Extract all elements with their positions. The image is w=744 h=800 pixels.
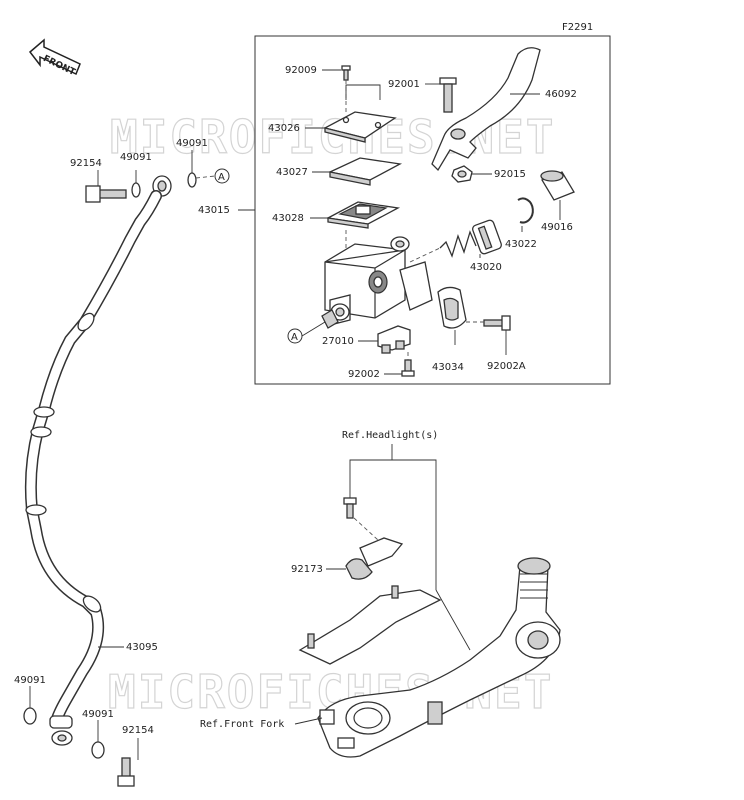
washer-49091-d bbox=[91, 741, 105, 759]
nut-92015 bbox=[451, 165, 473, 183]
brake-switch-27010 bbox=[377, 325, 411, 354]
label-92001: 92001 bbox=[388, 79, 420, 90]
label-92173: 92173 bbox=[291, 564, 323, 575]
label-46092: 46092 bbox=[545, 89, 577, 100]
steering-stem-lower-clamp bbox=[317, 557, 561, 758]
label-27010: 27010 bbox=[322, 336, 354, 347]
screw-92002 bbox=[401, 359, 415, 377]
front-arrow-icon: FRONT bbox=[28, 38, 81, 78]
callout-a-box: A bbox=[291, 332, 298, 343]
boot-49016 bbox=[540, 170, 575, 201]
label-43028: 43028 bbox=[272, 213, 304, 224]
clip-92173 bbox=[345, 537, 404, 580]
washer-49091-c bbox=[23, 707, 37, 725]
label-49091-b: 49091 bbox=[176, 138, 208, 149]
label-43095: 43095 bbox=[126, 642, 158, 653]
screw-92009 bbox=[341, 65, 351, 81]
brake-hose-43095 bbox=[24, 175, 172, 746]
label-43020: 43020 bbox=[470, 262, 502, 273]
diaphragm-43028 bbox=[325, 201, 401, 229]
washer-49091-b bbox=[187, 172, 197, 188]
label-49091-a: 49091 bbox=[120, 152, 152, 163]
master-cylinder-body bbox=[321, 236, 433, 329]
diaphragm-plate-43027 bbox=[327, 157, 403, 186]
label-43026: 43026 bbox=[268, 123, 300, 134]
banjo-bolt-92154-top bbox=[85, 185, 127, 203]
label-43022: 43022 bbox=[505, 239, 537, 250]
label-43034: 43034 bbox=[432, 362, 464, 373]
label-43027: 43027 bbox=[276, 167, 308, 178]
diagram-code: F2291 bbox=[562, 22, 593, 33]
label-92015: 92015 bbox=[494, 169, 526, 180]
label-43015: 43015 bbox=[198, 205, 230, 216]
pivot-bolt-92001 bbox=[439, 77, 457, 113]
washer-49091-a bbox=[131, 182, 141, 198]
label-92154-top: 92154 bbox=[70, 158, 102, 169]
callout-a-hose: A bbox=[218, 172, 225, 183]
headlight-bracket-plate bbox=[298, 585, 442, 665]
label-92009: 92009 bbox=[285, 65, 317, 76]
bolt-headlight-bracket bbox=[343, 497, 357, 519]
banjo-bolt-92154-bottom bbox=[117, 757, 135, 787]
label-92154-bottom: 92154 bbox=[122, 725, 154, 736]
clamp-43034 bbox=[437, 286, 467, 329]
label-92002A: 92002A bbox=[487, 361, 526, 372]
ref-front-fork: Ref.Front Fork bbox=[200, 719, 284, 730]
label-49016: 49016 bbox=[541, 222, 573, 233]
piston-43020 bbox=[439, 219, 502, 258]
label-92002: 92002 bbox=[348, 369, 380, 380]
label-49091-d: 49091 bbox=[82, 709, 114, 720]
bolt-92002A bbox=[483, 315, 511, 331]
reservoir-cap-43026 bbox=[323, 111, 397, 143]
circlip-43022 bbox=[517, 197, 534, 224]
brake-lever-46092 bbox=[431, 47, 541, 172]
label-49091-c: 49091 bbox=[14, 675, 46, 686]
ref-headlight: Ref.Headlight(s) bbox=[342, 430, 438, 441]
